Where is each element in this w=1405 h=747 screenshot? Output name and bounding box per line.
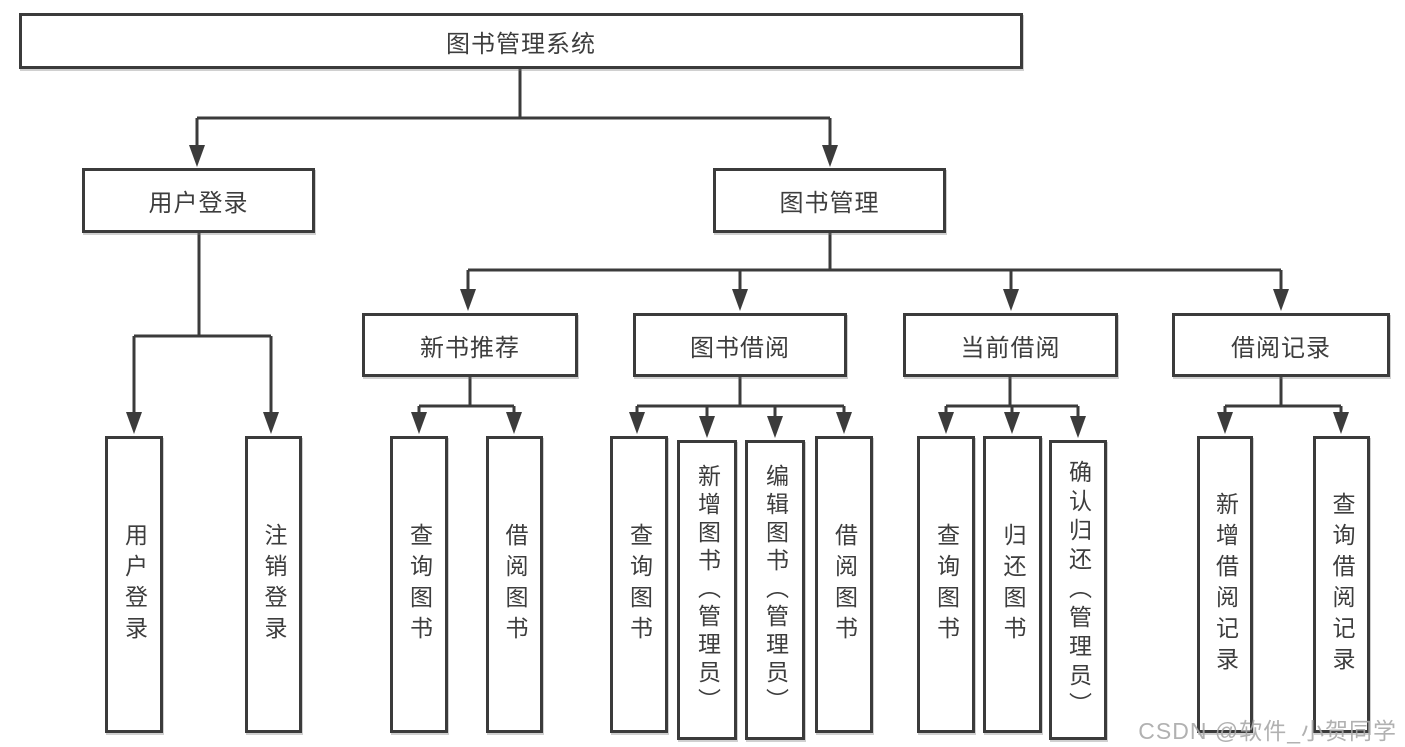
leaf-label: 查询图书 (406, 522, 433, 647)
leaf-user-login: 用户登录 (105, 436, 163, 733)
node-label: 用户登录 (148, 190, 249, 217)
leaf-label: 用户登录 (121, 522, 148, 647)
node-book-management: 图书管理 (713, 168, 946, 233)
leaf-label: 归还图书 (1000, 522, 1026, 647)
node-label: 借阅记录 (1231, 334, 1331, 362)
node-user-login: 用户登录 (82, 168, 315, 233)
leaf-label: 查询图书 (933, 522, 960, 647)
leaf-add-books-admin: 新增图书（管理员） (677, 440, 737, 740)
node-label: 当前借阅 (960, 334, 1061, 362)
node-label: 图书管理 (779, 190, 880, 217)
leaf-label: 借阅图书 (831, 522, 858, 647)
leaf-query-books-borrowing: 查询图书 (610, 436, 668, 733)
leaf-borrow-books-recommend: 借阅图书 (486, 436, 543, 733)
leaf-query-borrow-record: 查询借阅记录 (1313, 436, 1370, 733)
leaf-label: 新增借阅记录 (1212, 491, 1239, 678)
leaf-query-books-current: 查询图书 (917, 436, 975, 733)
leaf-edit-books-admin: 编辑图书（管理员） (745, 440, 805, 740)
leaf-logout-login: 注销登录 (245, 436, 302, 733)
leaf-add-borrow-record: 新增借阅记录 (1197, 436, 1253, 733)
leaf-label: 借阅图书 (502, 522, 528, 647)
leaf-label: 查询借阅记录 (1329, 491, 1355, 678)
node-current-borrowing: 当前借阅 (903, 313, 1118, 377)
leaf-label: 注销登录 (261, 522, 287, 647)
node-label: 新书推荐 (420, 334, 520, 362)
node-new-book-recommendation: 新书推荐 (362, 313, 578, 377)
leaf-label: 确认归还（管理员） (1065, 459, 1092, 721)
watermark: CSDN @软件_小贺同学 (1138, 718, 1397, 744)
leaf-borrow-books-borrowing: 借阅图书 (815, 436, 873, 733)
leaf-query-books-recommend: 查询图书 (390, 436, 448, 733)
leaf-label: 查询图书 (626, 522, 653, 647)
leaf-confirm-return-admin: 确认归还（管理员） (1049, 440, 1107, 740)
leaf-return-books: 归还图书 (983, 436, 1042, 733)
node-label: 图书借阅 (690, 334, 790, 362)
node-book-borrowing: 图书借阅 (633, 313, 847, 377)
node-label: 图书管理系统 (446, 30, 596, 58)
node-borrowing-records: 借阅记录 (1172, 313, 1390, 377)
leaf-label: 新增图书（管理员） (694, 464, 721, 716)
leaf-label: 编辑图书（管理员） (762, 464, 789, 716)
node-library-management-system: 图书管理系统 (19, 13, 1023, 69)
arrowheads (126, 145, 1349, 438)
